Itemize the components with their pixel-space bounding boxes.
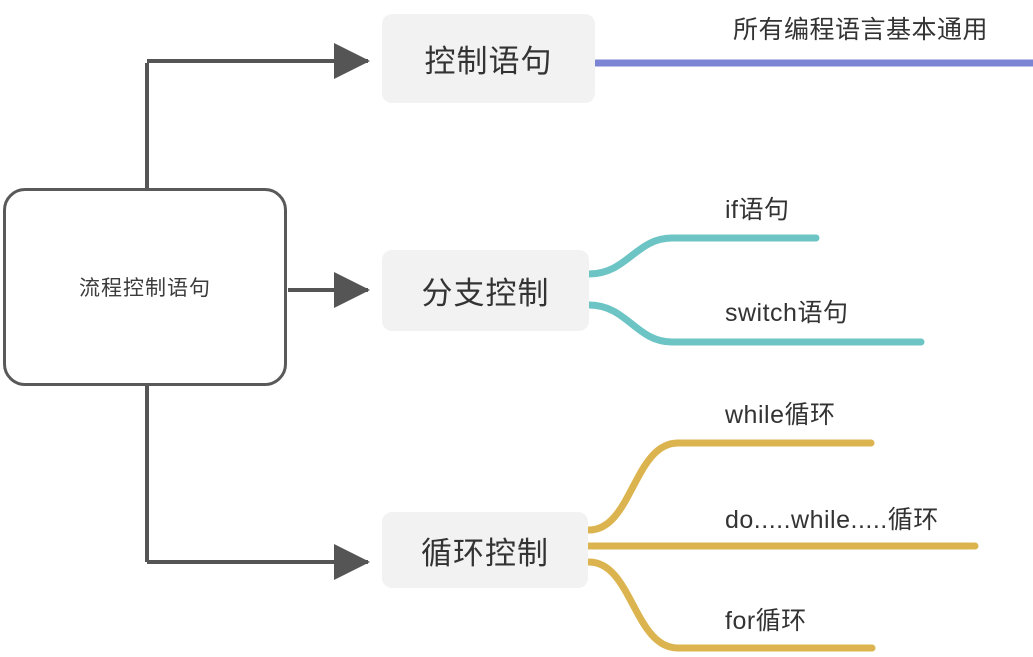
- leaf-line-for: [585, 558, 876, 652]
- branch-node-loop[interactable]: 循环控制: [382, 512, 588, 588]
- branch-node-control-label: 控制语句: [424, 44, 553, 79]
- root-node[interactable]: 流程控制语句: [3, 188, 287, 386]
- root-node-label: 流程控制语句: [79, 277, 211, 300]
- branch-node-conditional[interactable]: 分支控制: [382, 250, 589, 331]
- leaf-label-for[interactable]: for循环: [725, 607, 807, 635]
- leaf-line-switch: [585, 301, 925, 346]
- leaf-label-while[interactable]: while循环: [725, 401, 836, 429]
- leaf-line-while: [585, 439, 875, 534]
- leaf-label-if[interactable]: if语句: [725, 196, 790, 224]
- leaf-label-switch[interactable]: switch语句: [725, 299, 849, 327]
- branch-node-conditional-label: 分支控制: [421, 276, 550, 311]
- branch-node-control[interactable]: 控制语句: [382, 14, 595, 103]
- leaf-line-if: [585, 234, 820, 278]
- leaf-label-dowhile[interactable]: do.....while.....循环: [725, 506, 939, 534]
- leaf-label-common[interactable]: 所有编程语言基本通用: [733, 16, 989, 44]
- branch-node-loop-label: 循环控制: [421, 535, 549, 571]
